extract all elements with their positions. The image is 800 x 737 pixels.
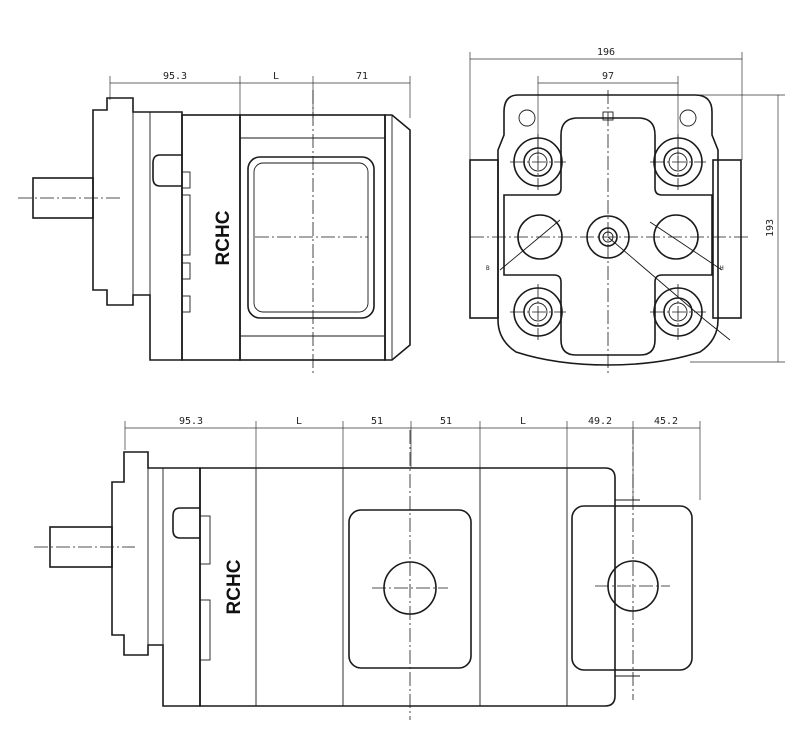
dim-body-length: L (273, 71, 279, 82)
dim-tandem-port1: 49.2 (588, 416, 612, 427)
tag-left: B (486, 265, 490, 272)
dim-front-flange: 95.3 (163, 71, 187, 82)
dim-tandem-body1: L (296, 416, 302, 427)
dim-tandem-body2: L (520, 416, 526, 427)
brand-label-side: RCHC (213, 210, 234, 265)
end-view: 196 97 193 (469, 47, 785, 375)
side-view: 95.3 L 71 RCHC (18, 71, 411, 375)
dim-tandem-front: 95.3 (179, 416, 203, 427)
dim-tandem-port2: 45.2 (654, 416, 678, 427)
dim-bolt-spacing: 97 (602, 71, 614, 82)
dim-end-height: 193 (765, 219, 776, 237)
dim-rear-cover: 71 (356, 71, 368, 82)
tandem-view: 95.3 L 51 51 L 49.2 45.2 (34, 416, 701, 720)
dim-tandem-sec1: 51 (371, 416, 383, 427)
brand-label-tandem: RCHC (224, 559, 245, 614)
dim-tandem-sec2: 51 (440, 416, 452, 427)
tag-right: H (720, 265, 724, 272)
dim-end-width: 196 (597, 47, 615, 58)
